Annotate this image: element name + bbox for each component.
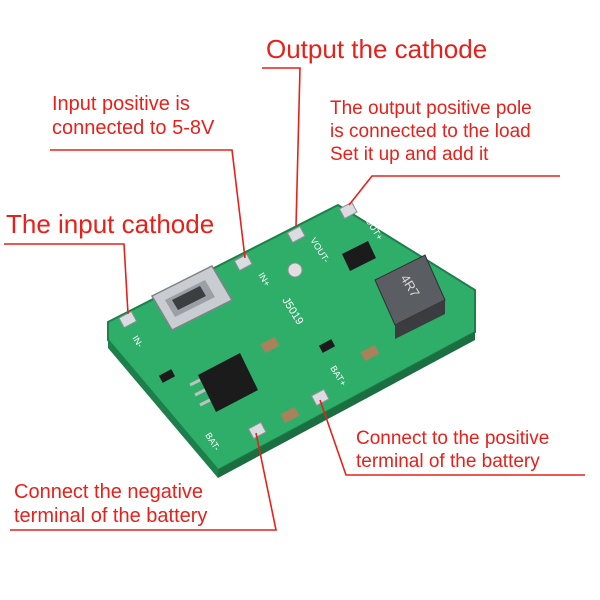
label-output-positive-line1: The output positive pole: [330, 98, 532, 119]
transistor: [342, 241, 376, 271]
label-input-positive-line1: Input positive is: [52, 93, 190, 115]
leader-battery-positive: [319, 399, 585, 476]
leader-input-positive: [50, 149, 246, 259]
label-output-cathode: Output the cathode: [266, 34, 488, 64]
capacitor: [360, 344, 380, 362]
label-battery-negative-line2: terminal of the battery: [14, 505, 208, 527]
potentiometer: [287, 262, 303, 278]
leader-output-cathode: [262, 67, 301, 227]
resistor: [318, 339, 336, 353]
label-battery-positive-line1: Connect to the positive: [356, 428, 550, 449]
leader-output-positive: [348, 175, 560, 206]
label-output-positive: The output positive pole is connected to…: [330, 98, 532, 166]
pad-in-plus: [233, 253, 253, 272]
pad-in-minus: [118, 310, 138, 329]
inductor: [374, 254, 446, 339]
leader-battery-negative: [10, 432, 277, 531]
label-input-cathode: The input cathode: [6, 209, 215, 239]
pad-bat-minus: [247, 421, 267, 440]
label-output-positive-line3: Set it up and add it: [330, 143, 489, 165]
pcb-edge: [108, 340, 218, 478]
label-input-positive: Input positive is connected to 5-8V: [52, 92, 214, 140]
pad-vout-minus: [286, 225, 306, 244]
label-battery-negative: Connect the negative terminal of the bat…: [14, 480, 207, 528]
pcb-edge-right: [218, 332, 475, 478]
leader-input-cathode: [4, 243, 129, 315]
label-battery-positive: Connect to the positive terminal of the …: [356, 428, 549, 474]
label-battery-negative-line1: Connect the negative: [14, 481, 204, 503]
label-battery-positive-line2: terminal of the battery: [356, 450, 540, 472]
ic-chip: [189, 353, 258, 412]
pad-bat-plus: [310, 388, 330, 407]
label-output-positive-line2: is connected to the load: [330, 120, 531, 142]
resistor: [158, 369, 176, 383]
label-input-positive-line2: connected to 5-8V: [52, 117, 215, 139]
capacitor: [260, 336, 280, 354]
capacitor: [280, 406, 300, 424]
pad-vout-plus: [338, 201, 358, 220]
micro-usb-connector: [150, 265, 234, 331]
